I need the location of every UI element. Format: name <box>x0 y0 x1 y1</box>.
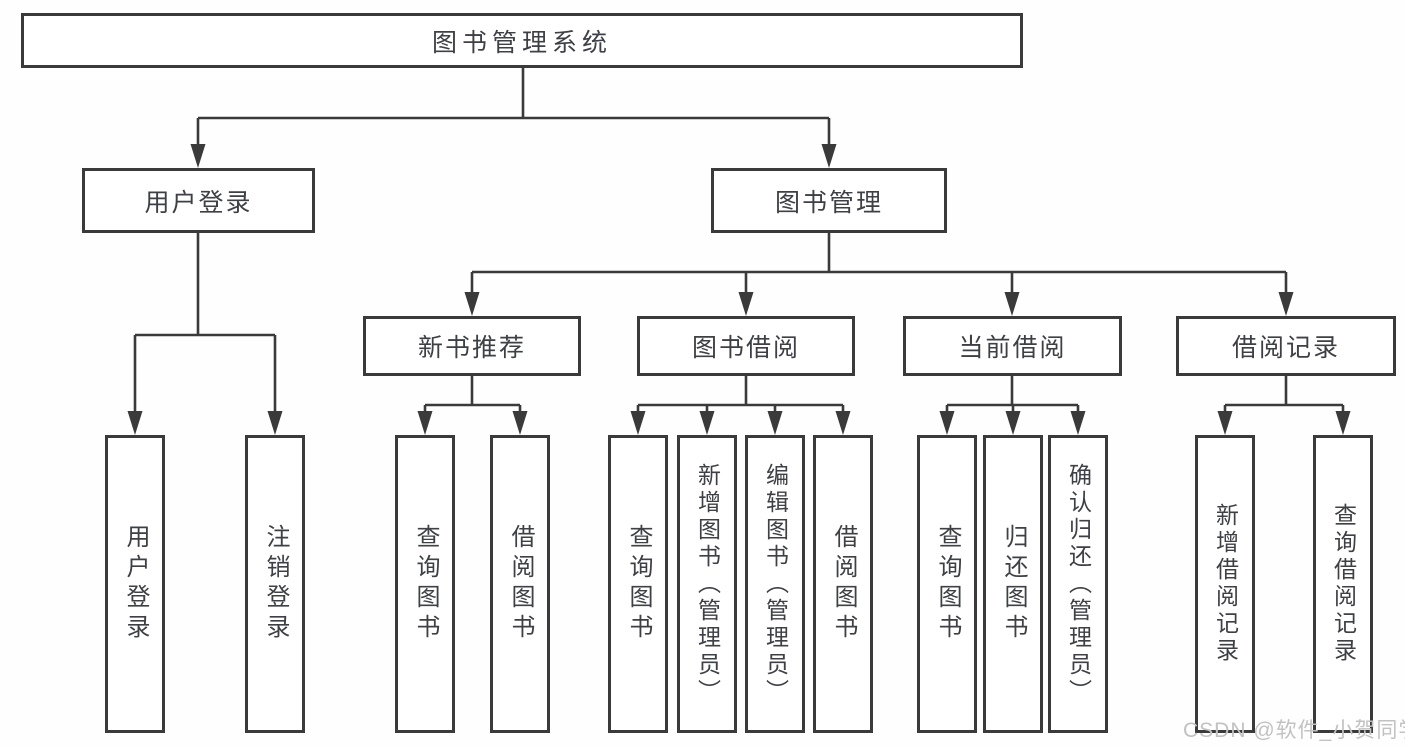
leaf-add-books-admin-label: 新增图书（管理员） <box>694 462 721 706</box>
node-book-management-label: 图书管理 <box>774 188 883 217</box>
leaf-confirm-return-admin-label: 确认归还（管理员） <box>1065 462 1092 706</box>
leaf-borrow-books-label: 借阅图书 <box>830 524 857 644</box>
node-book-borrowing-label: 图书借阅 <box>691 334 800 362</box>
node-current-borrowing-label: 当前借阅 <box>958 334 1067 362</box>
leaf-confirm-return-admin: 确认归还（管理员） <box>1048 435 1108 733</box>
leaf-borrow-books: 借阅图书 <box>813 435 873 733</box>
leaf-query-borrow-record: 查询借阅记录 <box>1313 435 1373 733</box>
node-new-book-recommendation-label: 新书推荐 <box>417 334 526 362</box>
node-new-book-recommendation: 新书推荐 <box>363 316 581 376</box>
node-user-login: 用户登录 <box>82 168 315 233</box>
leaf-add-borrow-record: 新增借阅记录 <box>1195 435 1255 733</box>
node-library-system-label: 图书管理系统 <box>431 28 612 57</box>
leaf-query-books-current-label: 查询图书 <box>934 524 961 644</box>
node-user-login-label: 用户登录 <box>144 188 253 217</box>
leaf-logout-label: 注销登录 <box>262 524 289 644</box>
leaf-edit-books-admin-label: 编辑图书（管理员） <box>762 462 789 706</box>
leaf-add-books-admin: 新增图书（管理员） <box>677 435 737 733</box>
node-current-borrowing: 当前借阅 <box>903 316 1122 376</box>
leaf-edit-books-admin: 编辑图书（管理员） <box>745 435 805 733</box>
leaf-logout: 注销登录 <box>245 435 305 733</box>
node-borrowing-records-label: 借阅记录 <box>1231 334 1340 362</box>
leaf-user-login: 用户登录 <box>105 435 165 733</box>
leaf-query-books-borrow-label: 查询图书 <box>625 524 652 644</box>
leaf-add-borrow-record-label: 新增借阅记录 <box>1212 503 1239 665</box>
watermark: CSDN @软件_小贺同学 <box>1183 719 1405 742</box>
leaf-query-borrow-record-label: 查询借阅记录 <box>1330 503 1357 665</box>
node-book-management: 图书管理 <box>711 168 947 233</box>
leaf-query-books-recommend: 查询图书 <box>395 435 455 733</box>
node-borrowing-records: 借阅记录 <box>1176 316 1396 376</box>
leaf-query-books-borrow: 查询图书 <box>608 435 668 733</box>
leaf-borrow-books-recommend: 借阅图书 <box>490 435 550 733</box>
node-book-borrowing: 图书借阅 <box>637 316 855 376</box>
leaf-user-login-label: 用户登录 <box>122 524 149 644</box>
leaf-return-books-label: 归还图书 <box>1000 524 1027 644</box>
leaf-query-books-recommend-label: 查询图书 <box>412 524 439 644</box>
node-library-system: 图书管理系统 <box>21 13 1023 68</box>
leaf-borrow-books-recommend-label: 借阅图书 <box>507 524 534 644</box>
leaf-return-books: 归还图书 <box>983 435 1043 733</box>
leaf-query-books-current: 查询图书 <box>917 435 977 733</box>
